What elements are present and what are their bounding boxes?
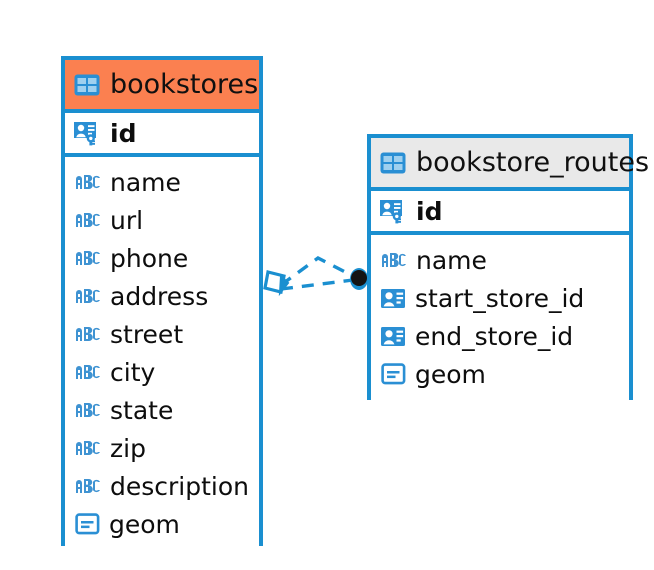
text-type-icon bbox=[76, 441, 100, 455]
entity-header-bookstores[interactable]: bookstores bbox=[65, 60, 259, 109]
text-type-icon bbox=[76, 289, 100, 303]
table-icon bbox=[380, 152, 406, 173]
field-label: start_store_id bbox=[415, 283, 585, 313]
field-label: url bbox=[110, 205, 144, 235]
text-type-icon bbox=[76, 175, 100, 189]
field-row[interactable]: url bbox=[65, 201, 259, 239]
field-row[interactable]: end_store_id bbox=[371, 317, 629, 355]
field-row[interactable]: description bbox=[65, 467, 259, 505]
field-row[interactable]: geom bbox=[65, 505, 259, 543]
foreign-key-icon bbox=[381, 288, 405, 308]
table-icon bbox=[74, 74, 100, 95]
field-label: phone bbox=[110, 243, 189, 273]
relationship-line-lower bbox=[280, 278, 354, 291]
field-row[interactable]: zip bbox=[65, 429, 259, 467]
entity-title-bookstores: bookstores bbox=[110, 69, 259, 100]
field-row[interactable]: phone bbox=[65, 239, 259, 277]
relationship-line-upper bbox=[279, 256, 356, 287]
field-row[interactable]: street bbox=[65, 315, 259, 353]
text-type-icon bbox=[76, 403, 100, 417]
text-type-icon bbox=[76, 365, 100, 379]
field-label: description bbox=[110, 471, 250, 501]
field-row[interactable]: state bbox=[65, 391, 259, 429]
field-label: address bbox=[110, 281, 209, 311]
field-label: geom bbox=[415, 359, 486, 389]
primary-key-label-bookstores: id bbox=[110, 118, 137, 148]
text-type-icon bbox=[76, 251, 100, 265]
text-type-icon bbox=[382, 253, 406, 267]
primary-key-label-bookstore-routes: id bbox=[416, 196, 443, 226]
primary-key-row-bookstore-routes[interactable]: id bbox=[371, 187, 629, 235]
filled-circle-endpoint-icon bbox=[350, 268, 368, 290]
primary-key-icon bbox=[74, 121, 96, 145]
geometry-type-icon bbox=[75, 513, 100, 535]
entity-header-bookstore-routes[interactable]: bookstore_routes bbox=[371, 138, 649, 187]
primary-key-icon bbox=[380, 199, 402, 223]
field-label: name bbox=[416, 245, 487, 275]
text-type-icon bbox=[76, 213, 100, 227]
geometry-type-icon bbox=[381, 363, 406, 385]
foreign-key-icon bbox=[381, 326, 405, 346]
field-label: street bbox=[110, 319, 184, 349]
field-row[interactable]: name bbox=[65, 163, 259, 201]
field-row[interactable]: name bbox=[371, 241, 629, 279]
crows-foot-diamond-icon bbox=[263, 270, 290, 297]
field-row[interactable]: address bbox=[65, 277, 259, 315]
primary-key-row-bookstores[interactable]: id bbox=[65, 109, 259, 157]
field-list-bookstores: name url phone address street city state zip des… bbox=[65, 157, 259, 551]
text-type-icon bbox=[76, 327, 100, 341]
text-type-icon bbox=[76, 479, 100, 493]
field-label: geom bbox=[109, 509, 180, 539]
field-label: city bbox=[110, 357, 156, 387]
field-label: end_store_id bbox=[415, 321, 574, 351]
entity-title-bookstore-routes: bookstore_routes bbox=[416, 147, 650, 178]
field-row[interactable]: start_store_id bbox=[371, 279, 629, 317]
field-row[interactable]: city bbox=[65, 353, 259, 391]
field-row[interactable]: geom bbox=[371, 355, 629, 393]
field-label: state bbox=[110, 395, 174, 425]
field-label: zip bbox=[110, 433, 146, 463]
field-label: name bbox=[110, 167, 181, 197]
